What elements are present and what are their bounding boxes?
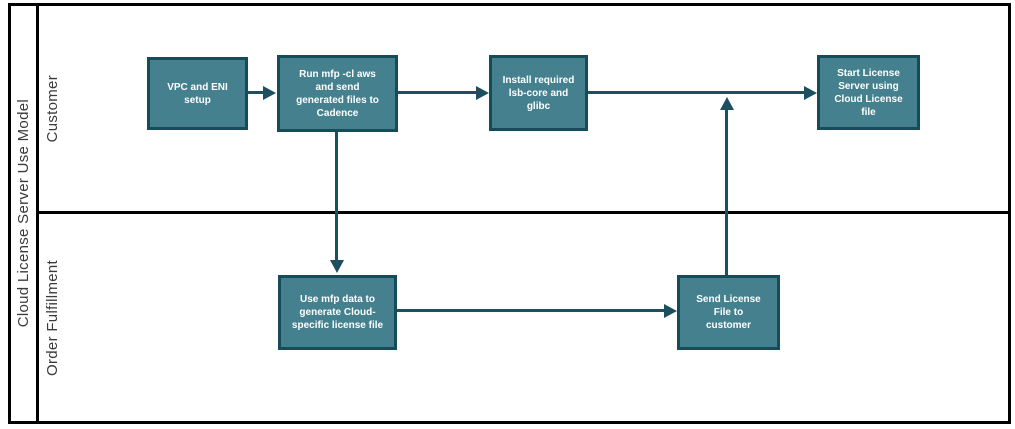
arrowhead-install-to-start [804, 86, 817, 100]
node-label: Use mfp data to generate Cloud- specific… [291, 294, 384, 331]
diagram-title: Cloud License Server Use Model [15, 99, 32, 328]
node-label: Start License Server using Cloud License… [834, 67, 903, 118]
diagram-title-column: Cloud License Server Use Model [11, 6, 36, 421]
lane-label-order-fulfillment: Order Fulfillment [43, 259, 61, 376]
diagram-outer-frame [8, 3, 1011, 424]
connector-vpc-to-runmfp [247, 91, 263, 94]
connector-install-to-start [588, 91, 804, 94]
node-install-packages: Install required lsb-core and glibc [489, 55, 588, 131]
connector-runmfp-to-generate [335, 132, 338, 260]
lane-label-customer: Customer [43, 74, 61, 143]
arrowhead-generate-to-send [664, 304, 677, 318]
connector-runmfp-to-install [398, 91, 476, 94]
connector-generate-to-send [397, 309, 664, 312]
arrowhead-runmfp-to-install [476, 86, 489, 100]
node-start-license-server: Start License Server using Cloud License… [817, 55, 920, 130]
arrowhead-runmfp-to-generate [330, 260, 344, 273]
connector-send-to-start [725, 110, 728, 275]
arrowhead-send-to-start [720, 97, 734, 110]
node-send-license-file: Send License File to customer [677, 275, 780, 350]
arrowhead-vpc-to-runmfp [263, 86, 276, 100]
node-generate-license-file: Use mfp data to generate Cloud- specific… [278, 275, 397, 350]
node-run-mfp: Run mfp -cl aws and send generated files… [277, 55, 398, 132]
lane-customer: Customer [40, 6, 64, 211]
node-vpc-eni-setup: VPC and ENI setup [147, 57, 248, 130]
node-label: Run mfp -cl aws and send generated files… [296, 68, 379, 119]
lane-order-fulfillment: Order Fulfillment [40, 214, 64, 421]
node-label: Send License File to customer [696, 294, 761, 331]
node-label: Install required lsb-core and glibc [502, 74, 575, 112]
lane-divider [39, 211, 1008, 214]
node-label: VPC and ENI setup [167, 81, 228, 106]
title-column-divider [36, 6, 39, 421]
